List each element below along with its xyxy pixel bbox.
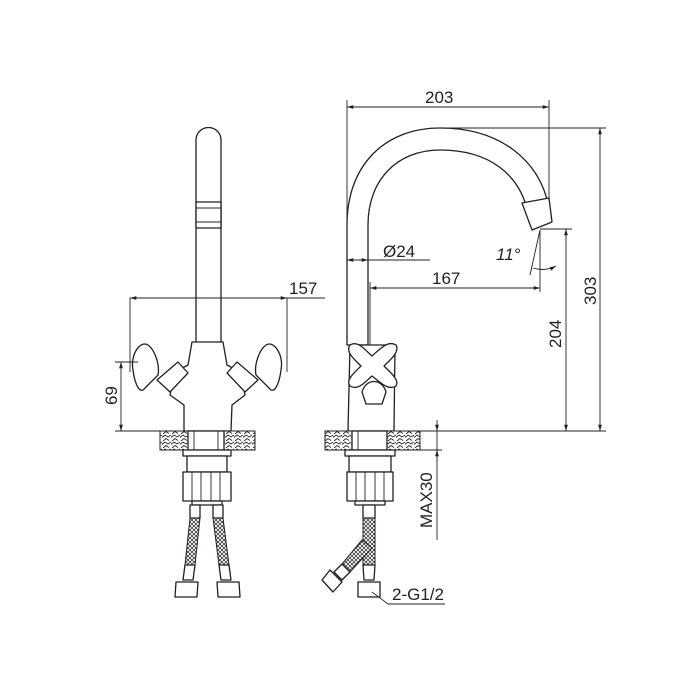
spout-ring <box>195 201 222 229</box>
dimension-157: 157 <box>129 279 325 372</box>
front-view: 157 69 <box>102 126 325 598</box>
dimension-204: 204 <box>540 228 572 431</box>
dimension-label-203: 203 <box>425 88 453 107</box>
front-body <box>169 341 246 432</box>
front-spout <box>195 126 222 346</box>
dimension-label-69: 69 <box>102 386 121 405</box>
gooseneck-spout <box>346 127 550 346</box>
dimension-203: 203 <box>346 88 550 225</box>
dimension-label-angle: 11° <box>496 245 521 264</box>
dimension-label-157: 157 <box>289 279 317 298</box>
side-view: 203 Ø24 167 11° 303 <box>321 88 606 605</box>
connection-callout: 2-G1/2 <box>371 585 445 605</box>
connection-label: 2-G1/2 <box>392 585 444 604</box>
dimension-diameter: Ø24 <box>347 242 430 262</box>
front-hoses <box>174 504 241 598</box>
dimension-label-204: 204 <box>546 320 565 348</box>
front-mounting-nut <box>182 471 232 502</box>
dimension-max30: MAX30 <box>417 420 442 540</box>
dimension-label-diameter: Ø24 <box>383 242 415 261</box>
dimension-label-303: 303 <box>581 277 600 305</box>
side-hoses <box>321 504 381 598</box>
dimension-69: 69 <box>102 361 184 432</box>
dimension-303: 303 <box>396 127 606 432</box>
left-handle <box>131 343 189 393</box>
dimension-angle: 11° <box>496 229 557 276</box>
dimension-167: 167 <box>369 230 541 345</box>
dimension-label-max30: MAX30 <box>417 472 436 528</box>
countertop-left <box>159 430 189 451</box>
spout-tip <box>521 197 553 231</box>
side-cross-handle <box>348 342 398 389</box>
side-countertop-left <box>324 430 353 451</box>
dimension-label-167: 167 <box>432 269 460 288</box>
countertop-right <box>223 430 256 451</box>
side-countertop-right <box>386 430 421 451</box>
right-handle <box>226 343 283 393</box>
side-mounting-nut <box>346 471 394 502</box>
